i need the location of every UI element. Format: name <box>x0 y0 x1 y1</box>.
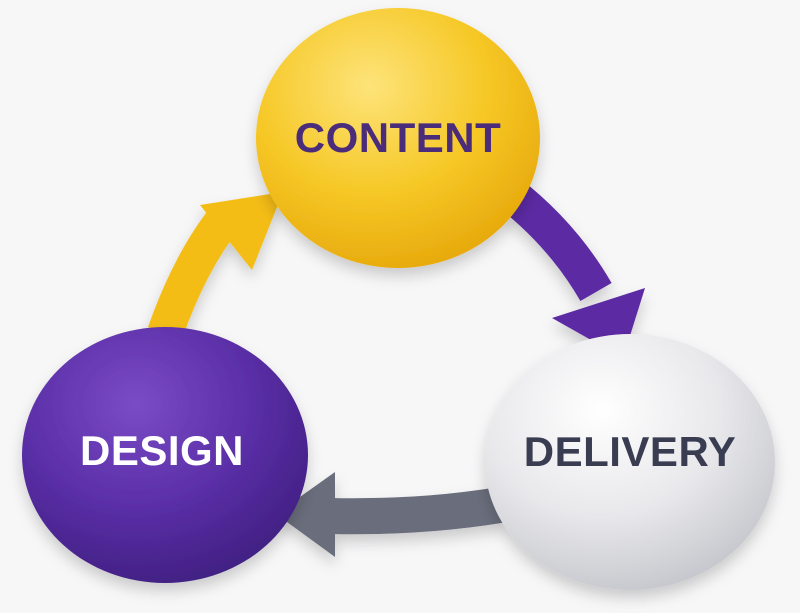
node-design <box>22 327 308 583</box>
node-delivery <box>485 334 775 590</box>
arrow-delivery-to-design <box>276 472 503 557</box>
node-delivery-label: DELIVERY <box>524 428 736 475</box>
node-content-label: CONTENT <box>295 114 502 161</box>
node-content <box>256 8 540 268</box>
node-design-label: DESIGN <box>80 427 244 474</box>
arrow-design-to-content <box>148 192 283 340</box>
